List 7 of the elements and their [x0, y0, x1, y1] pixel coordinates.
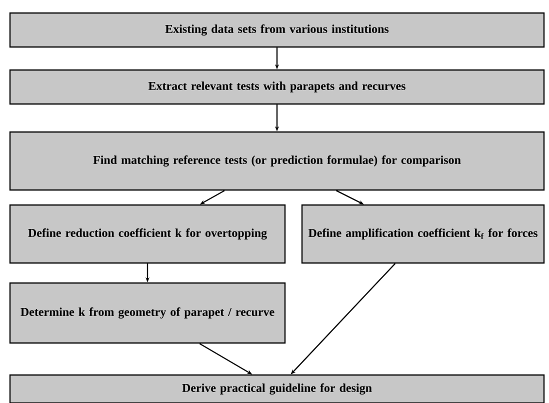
process-box: Derive practical guideline for design — [9, 374, 545, 403]
process-box: Find matching reference tests (or prediction formulae) for comparison — [9, 131, 545, 191]
process-box: Define reduction coefficient k for overtopping — [9, 204, 286, 264]
process-box: Define amplification coefficient k$_{f}$ for forces — [301, 204, 545, 264]
process-box: Extract relevant tests with parapets and recurves — [9, 69, 545, 105]
process-box: Existing data sets from various institutions — [9, 12, 545, 48]
process-box: Determine k from geometry of parapet / recurve — [9, 282, 286, 344]
